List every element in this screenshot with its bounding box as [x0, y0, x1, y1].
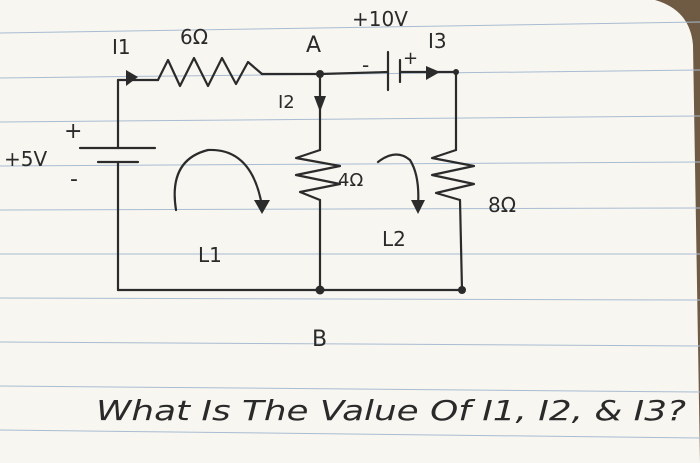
label-loop-1: L1 [198, 243, 222, 267]
label-voltage-top: +10V [352, 7, 408, 31]
label-battery-left-minus: - [70, 167, 78, 192]
current-arrow-i3 [426, 66, 440, 80]
label-resistor-8ohm: 8Ω [488, 193, 516, 217]
node-right-bottom-dot [458, 286, 466, 294]
resistor-4ohm [294, 148, 342, 202]
ruled-lines [0, 21, 700, 439]
current-arrow-i2 [314, 96, 326, 112]
label-voltage-left: +5V [4, 147, 47, 171]
label-node-b: B [312, 327, 327, 352]
label-battery-top-plus: + [403, 48, 418, 69]
battery-5v [78, 146, 157, 164]
node-b-dot [315, 285, 325, 295]
resistor-6ohm [156, 56, 264, 88]
node-right-top-dot [453, 69, 459, 75]
resistor-8ohm [430, 148, 476, 202]
label-current-i1: I1 [112, 35, 131, 59]
loop-2-arrow [376, 153, 420, 208]
loop-1-arrow [173, 148, 264, 212]
label-node-a: A [306, 33, 321, 58]
label-battery-top-minus: - [362, 53, 369, 77]
node-a-dot [316, 70, 324, 78]
label-current-i2: I2 [278, 92, 295, 113]
current-arrow-i1 [126, 70, 138, 86]
question-text: What Is The Value Of I1, I2, & I3? [96, 394, 686, 427]
loop-2-arrowhead-icon [411, 200, 425, 214]
circuit-wires [116, 70, 464, 292]
label-resistor-4ohm: 4Ω [338, 170, 363, 191]
label-battery-left-plus: + [64, 119, 82, 144]
battery-10v [386, 50, 402, 92]
label-resistor-6ohm: 6Ω [180, 25, 208, 49]
loop-1-arrowhead-icon [254, 200, 270, 214]
label-loop-2: L2 [382, 227, 406, 251]
label-current-i3: I3 [428, 29, 447, 53]
